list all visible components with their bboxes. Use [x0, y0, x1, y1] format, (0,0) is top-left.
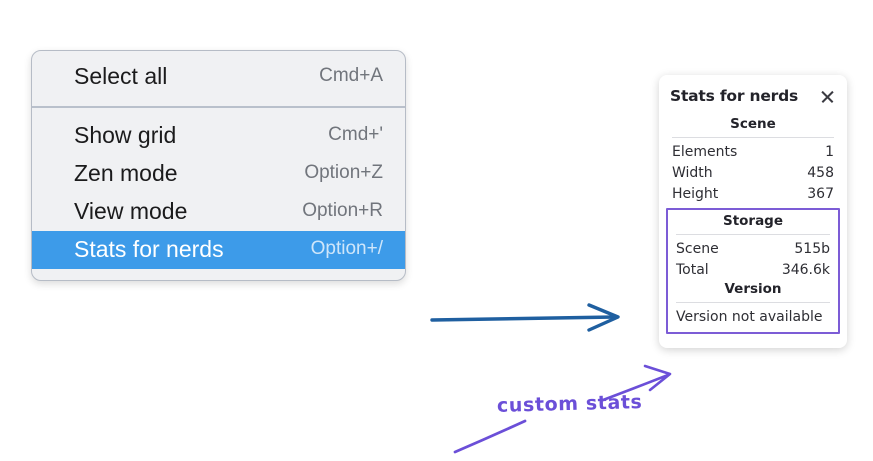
stat-row: Width 458: [670, 162, 836, 183]
menu-item-shortcut: Cmd+A: [319, 65, 383, 86]
blue-arrow: [430, 303, 620, 332]
menu-item-label: Select all: [74, 62, 168, 89]
menu-item-shortcut: Cmd+': [328, 124, 383, 145]
menu-item-select-all[interactable]: Select all Cmd+A: [32, 58, 405, 96]
section-divider: [676, 234, 830, 235]
menu-item-view-mode[interactable]: View mode Option+R: [32, 193, 405, 231]
stat-row: Scene 515b: [674, 238, 832, 259]
stats-panel-title: Stats for nerds: [670, 87, 799, 105]
version-section: Version Version not available: [674, 280, 832, 328]
scene-section-heading: Scene: [730, 116, 776, 132]
menu-item-zen-mode[interactable]: Zen mode Option+Z: [32, 155, 405, 193]
stat-label: Total: [676, 261, 709, 278]
menu-separator: [32, 106, 405, 108]
menu-group-1: Select all Cmd+A: [32, 58, 405, 96]
menu-item-label: Show grid: [74, 121, 177, 148]
storage-section-heading: Storage: [722, 213, 784, 229]
menu-group-2: Show grid Cmd+' Zen mode Option+Z View m…: [32, 117, 405, 269]
context-menu[interactable]: Select all Cmd+A Show grid Cmd+' Zen mod…: [31, 50, 406, 281]
stat-label: Scene: [676, 240, 719, 257]
stat-label: Height: [672, 185, 719, 202]
menu-item-shortcut: Option+Z: [304, 162, 383, 183]
stats-panel-header: Stats for nerds: [670, 87, 836, 105]
stat-value: 458: [807, 164, 834, 181]
custom-stats-highlight-box: Storage Scene 515b Total 346.6k Version …: [666, 208, 840, 334]
section-divider: [676, 302, 830, 303]
menu-item-label: View mode: [74, 197, 188, 224]
stat-value: 367: [807, 185, 834, 202]
stat-row: Total 346.6k: [674, 259, 832, 280]
version-value: Version not available: [676, 309, 823, 325]
stat-value: 346.6k: [781, 261, 830, 278]
scene-section: Scene Elements 1 Width 458 Height 367: [670, 115, 836, 204]
stat-value: 1: [825, 143, 834, 160]
stat-row: Height 367: [670, 183, 836, 204]
version-section-heading: Version: [724, 281, 782, 297]
menu-item-stats-for-nerds[interactable]: Stats for nerds Option+/: [32, 231, 405, 269]
menu-item-show-grid[interactable]: Show grid Cmd+': [32, 117, 405, 155]
stat-label: Width: [672, 164, 713, 181]
close-icon[interactable]: [819, 88, 836, 105]
storage-section: Storage Scene 515b Total 346.6k: [674, 212, 832, 280]
purple-pointer-line: [453, 419, 527, 454]
menu-item-shortcut: Option+/: [310, 238, 383, 259]
menu-item-shortcut: Option+R: [302, 200, 383, 221]
menu-item-label: Zen mode: [74, 159, 178, 186]
stats-for-nerds-panel: Stats for nerds Scene Elements 1 Width 4…: [659, 75, 847, 348]
menu-item-label: Stats for nerds: [74, 235, 224, 262]
custom-stats-annotation-label: custom stats: [496, 391, 643, 417]
stat-row: Elements 1: [670, 141, 836, 162]
stat-value: 515b: [794, 240, 830, 257]
section-divider: [672, 137, 834, 138]
stat-label: Elements: [672, 143, 738, 160]
